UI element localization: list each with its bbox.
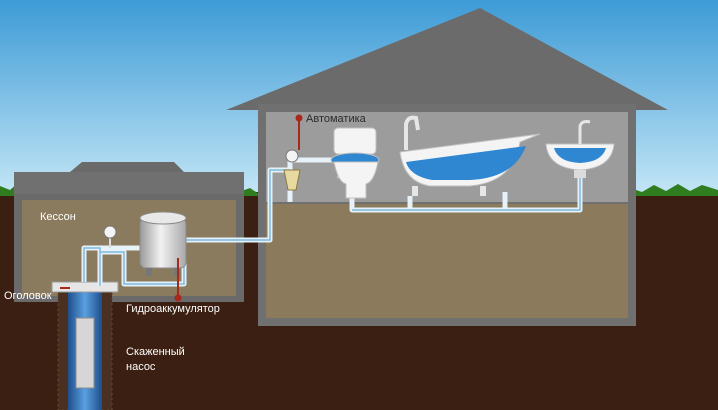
toilet-icon: [330, 127, 380, 199]
pump-label-line1: Скаженный: [126, 346, 185, 358]
pipe-bath: [407, 192, 508, 210]
house-basement: [266, 204, 628, 318]
caisson-lid: [14, 172, 244, 194]
label-pointers: [60, 114, 303, 302]
accumulator-tank-icon: [139, 211, 187, 276]
automation-unit-icon: [283, 149, 301, 191]
bathtub-icon: [399, 115, 541, 196]
caisson-roof: [70, 162, 184, 172]
grass: [630, 184, 718, 196]
well: [51, 281, 119, 410]
caisson: [14, 162, 244, 302]
pump-label-line2: насос: [126, 361, 156, 373]
accumulator-label: Гидроаккумулятор: [126, 303, 220, 315]
sink-icon: [545, 120, 615, 178]
submersible-pump-icon: [75, 317, 95, 389]
pressure-gauge-icon: [103, 225, 117, 248]
automation-label: Автоматика: [306, 113, 367, 125]
caisson-label: Кессон: [40, 211, 76, 223]
house-roof: [226, 8, 668, 110]
wellhead-label: Оголовок: [4, 290, 52, 302]
